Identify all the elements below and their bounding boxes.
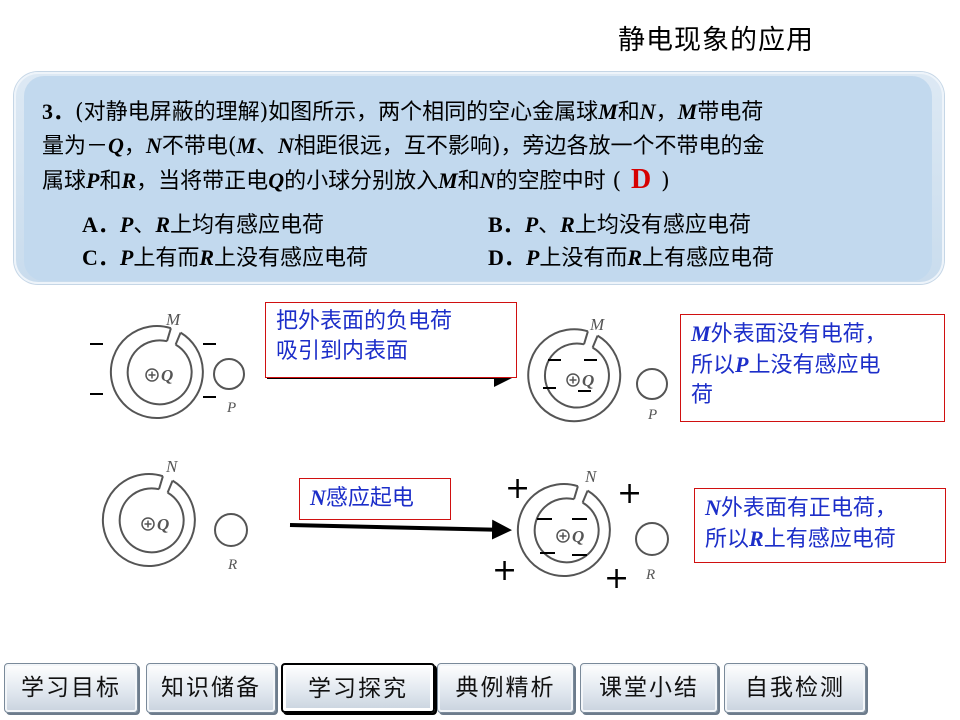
nav-learning-goals[interactable]: 学习目标 — [4, 663, 138, 713]
pos-charges-outer-n: + + + + — [492, 471, 642, 596]
answer-mark: D — [631, 164, 652, 195]
charge-q-m-after: Q — [566, 371, 594, 390]
svg-text:Q: Q — [582, 371, 594, 390]
arrow-2 — [289, 519, 512, 540]
nav-class-summary[interactable]: 课堂小结 — [580, 663, 718, 713]
sphere-m-before — [109, 325, 204, 419]
svg-text:M: M — [589, 315, 605, 334]
nav-self-check[interactable]: 自我检测 — [724, 663, 866, 713]
sphere-m-after — [527, 328, 622, 423]
label-p: P — [226, 400, 236, 416]
note-induced-charge: N感应起电 — [299, 478, 451, 520]
question-line-2: 量为－Q，N不带电(M、N相距很远，互不影响)，旁边各放一个不带电的金 — [42, 133, 765, 159]
svg-text:+: + — [617, 476, 642, 511]
sphere-n-before — [101, 473, 196, 567]
sphere-r-before — [214, 513, 248, 547]
svg-text:Q: Q — [157, 515, 169, 534]
physics-diagram: Q M P Q M P Q — [90, 310, 669, 596]
label-q: Q — [161, 366, 173, 385]
label-r: R — [227, 557, 237, 573]
neg-charges-inner-n — [537, 518, 587, 556]
page-title: 静电现象的应用 — [618, 25, 814, 56]
charge-q-n-after: Q — [556, 527, 584, 546]
nav-learning-inquiry[interactable]: 学习探究 — [281, 663, 435, 713]
note-n-positive: N外表面有正电荷， 所以R上有感应电荷 — [694, 488, 946, 563]
sphere-p-after — [636, 368, 668, 400]
nav-example-analysis[interactable]: 典例精析 — [437, 663, 574, 713]
question-line-3: 属球P和R，当将带正电Q的小球分别放入M和N的空腔中时 (D) — [42, 164, 670, 195]
charge-q-n-before: Q — [141, 515, 169, 534]
svg-text:P: P — [647, 407, 657, 423]
sphere-r-after — [635, 522, 669, 556]
svg-text:Q: Q — [572, 527, 584, 546]
svg-text:+: + — [505, 471, 530, 506]
sphere-p-before — [213, 358, 245, 390]
svg-text:+: + — [492, 553, 517, 588]
neg-charges-inner-m — [543, 359, 597, 392]
option-d: D．P上没有而R上有感应电荷 — [488, 245, 775, 271]
option-c: C．P上有而R上没有感应电荷 — [82, 245, 369, 271]
option-a: A．P、R上均有感应电荷 — [82, 212, 325, 238]
label-m: M — [165, 310, 181, 329]
question-text: 3．(对静电屏蔽的理解)如图所示，两个相同的空心金属球M和N，M带电荷 量为－Q… — [42, 95, 932, 198]
sphere-n-after — [516, 483, 611, 577]
nav-knowledge-prep[interactable]: 知识储备 — [146, 663, 276, 713]
note-m-no-charge: M外表面没有电荷， 所以P上没有感应电 荷 — [680, 314, 945, 422]
neg-charges-outer-m — [90, 343, 216, 398]
svg-text:N: N — [584, 467, 598, 486]
question-line-1: 3．(对静电屏蔽的理解)如图所示，两个相同的空心金属球M和N，M带电荷 — [42, 99, 764, 125]
charge-q-m-before: Q — [145, 366, 173, 385]
question-panel — [24, 76, 932, 281]
option-b: B．P、R上均没有感应电荷 — [488, 212, 751, 238]
note-attract-negative: 把外表面的负电荷 吸引到内表面 — [265, 302, 517, 378]
svg-text:R: R — [645, 567, 655, 583]
label-n: N — [165, 457, 179, 476]
svg-text:+: + — [604, 561, 629, 596]
